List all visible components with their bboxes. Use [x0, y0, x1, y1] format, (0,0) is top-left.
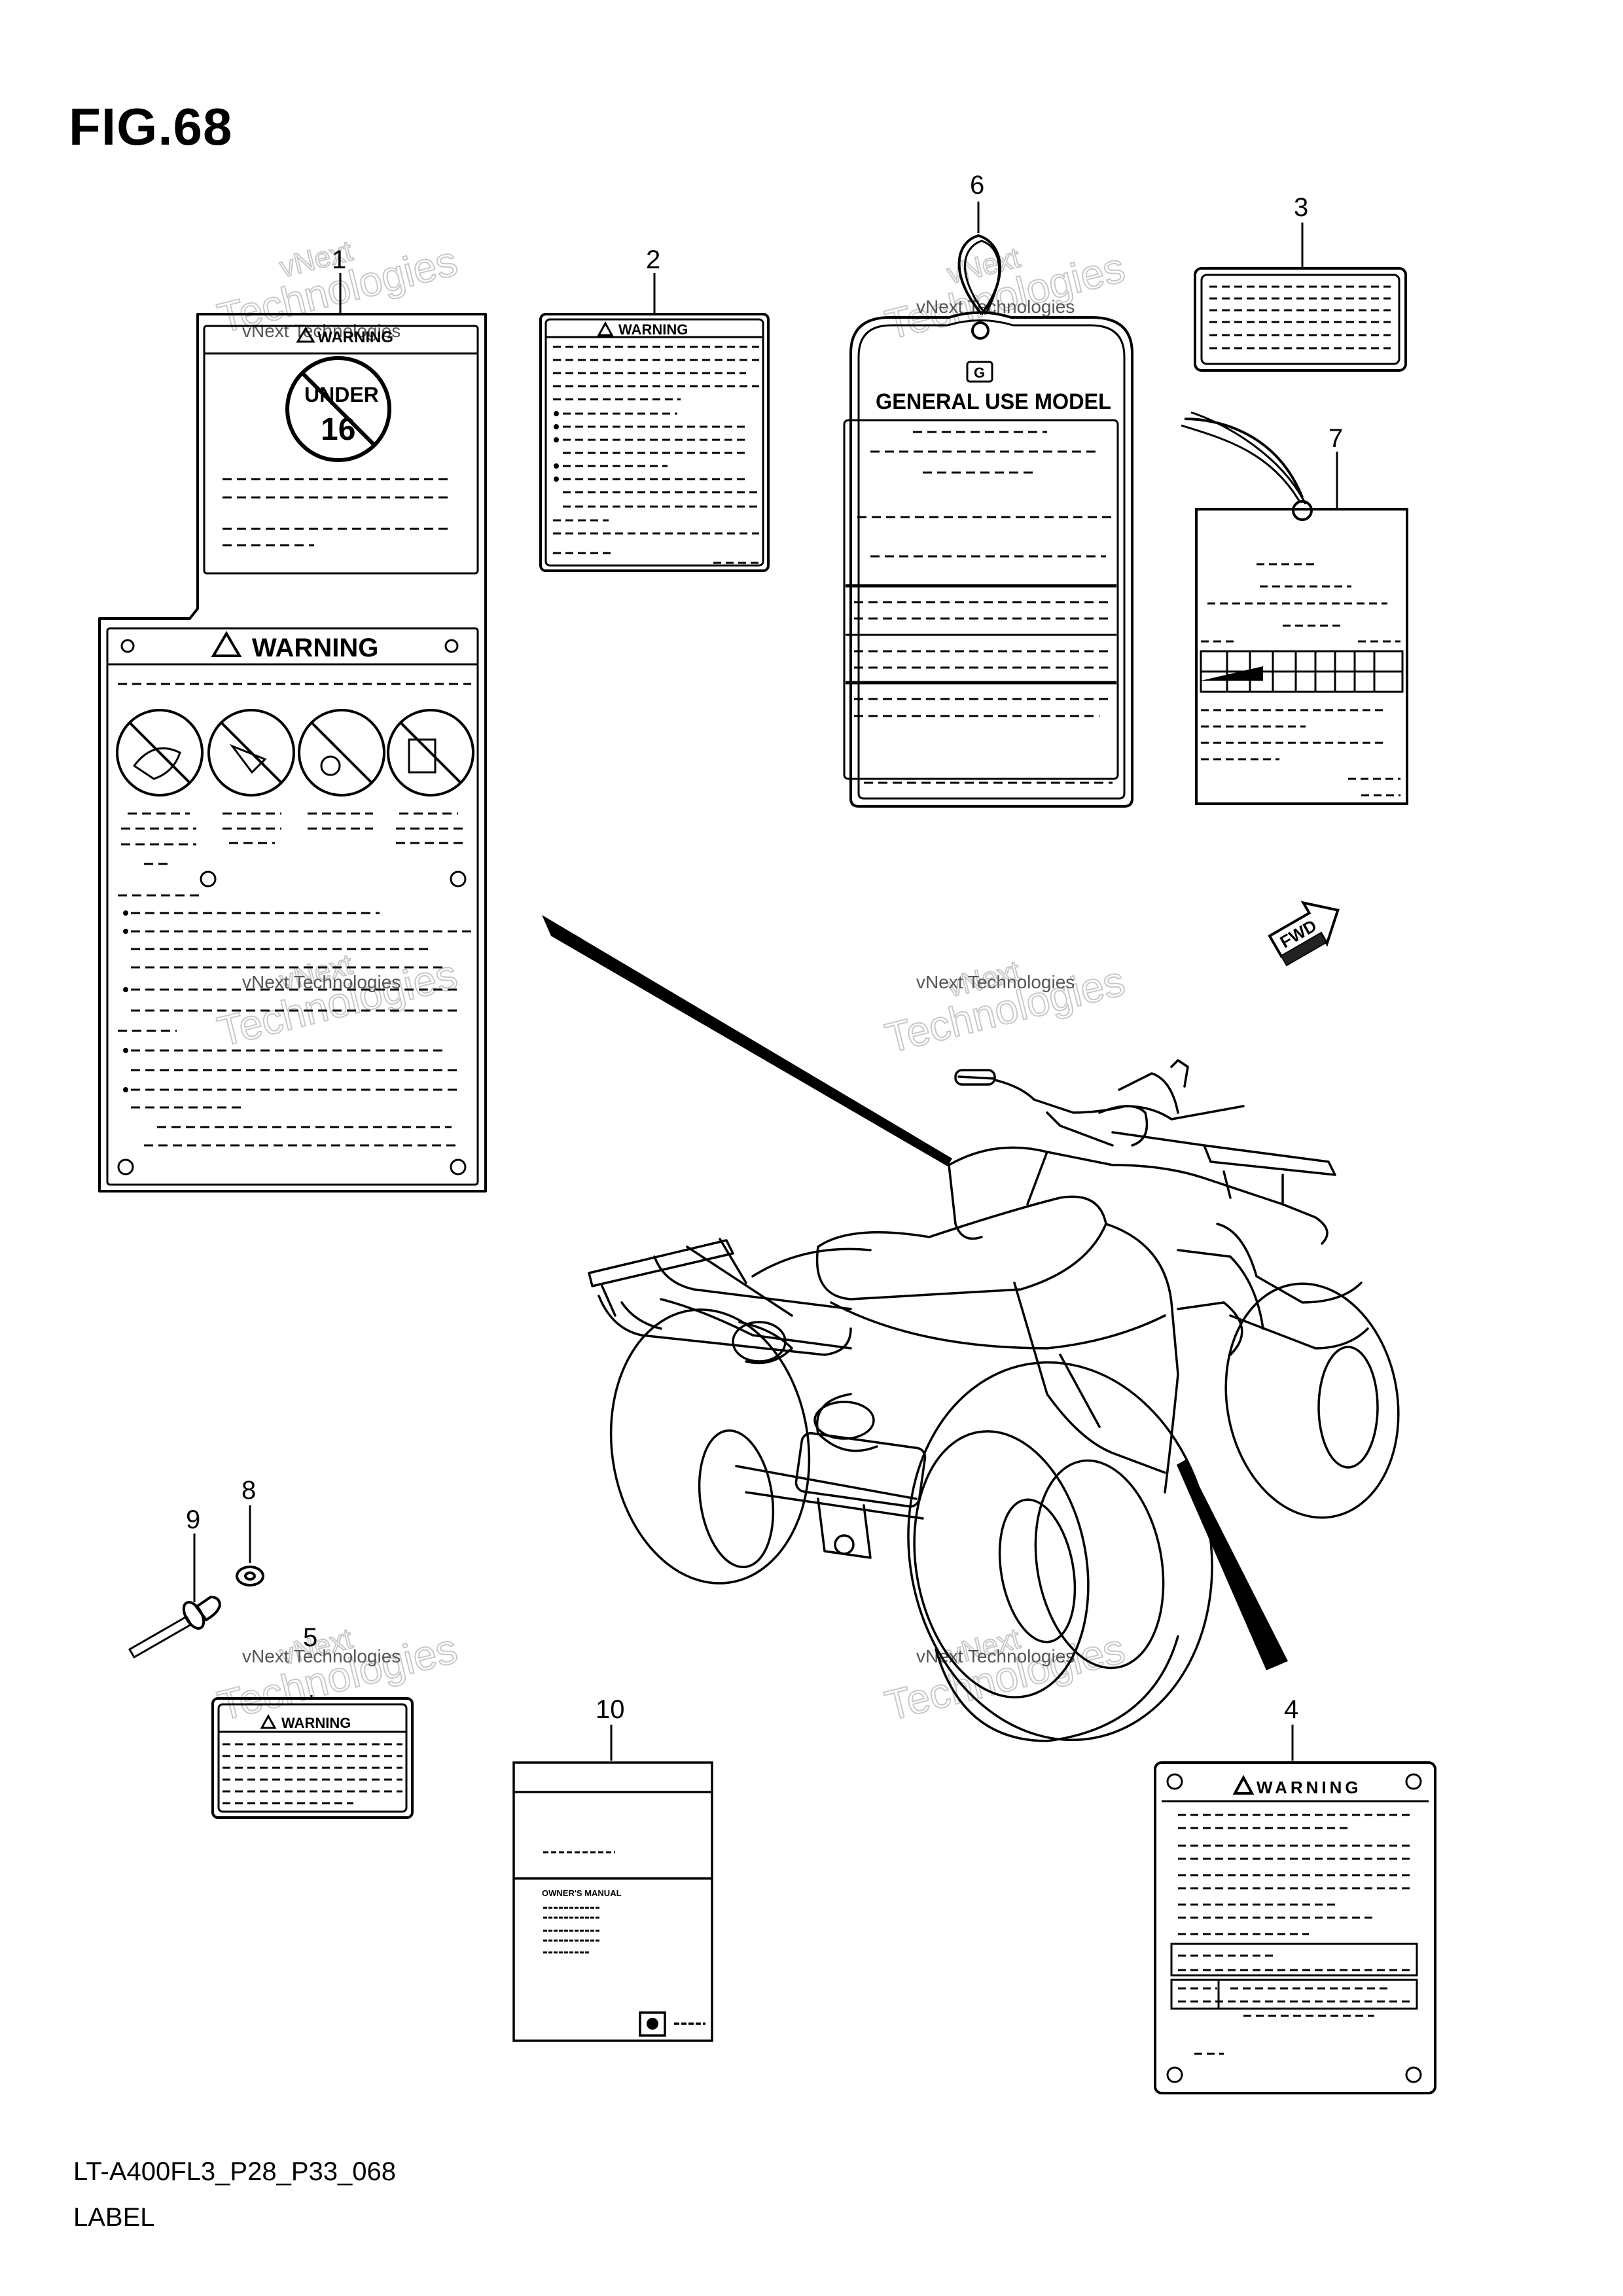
callout-1: 1 — [332, 245, 346, 274]
callout-6: 6 — [970, 171, 984, 200]
watermark-text: vNext Technologies — [916, 972, 1075, 992]
warning-heading: WARNING — [1257, 1778, 1362, 1797]
callout-leaders — [193, 202, 1338, 1761]
part-3-label[interactable] — [1194, 267, 1407, 372]
part-9-rivet[interactable] — [128, 1595, 222, 1659]
callout-9: 9 — [186, 1505, 200, 1534]
watermark-text: vNext Technologies — [242, 321, 401, 341]
svg-text:UNDER: UNDER — [304, 383, 379, 406]
warning-triangle-icon — [211, 631, 242, 657]
warning-triangle-icon — [597, 321, 614, 336]
general-use-model-heading: GENERAL USE MODEL — [876, 389, 1111, 414]
atv-illustration — [588, 1059, 1400, 1742]
diagram-code: LT-A400FL3_P28_P33_068 — [73, 2157, 396, 2186]
callout-3: 3 — [1294, 193, 1308, 222]
callout-numbers: 1 2 3 4 5 6 7 8 9 10 — [186, 171, 1343, 1724]
callout-7: 7 — [1329, 424, 1343, 453]
pointer-wedge-lower — [1177, 1460, 1288, 1670]
part-4-label[interactable]: WARNING — [1154, 1761, 1436, 2094]
part-1-label[interactable]: WARNING UNDER 16 WARNING — [98, 313, 487, 1193]
callout-2: 2 — [646, 245, 660, 274]
warning-heading: WARNING — [618, 321, 688, 338]
prohibition-icons — [116, 709, 474, 797]
part-7-tag[interactable] — [1181, 411, 1408, 805]
part-10-owners-manual[interactable]: OWNER'S MANUAL — [512, 1761, 713, 2042]
svg-text:G: G — [974, 365, 985, 381]
fwd-arrow-icon: FWD — [1268, 901, 1340, 967]
warning-heading: WARNING — [317, 329, 393, 346]
part-8-washer[interactable] — [236, 1566, 264, 1587]
pointer-wedge-upper — [542, 915, 952, 1166]
diagram-caption: LABEL — [73, 2203, 155, 2232]
watermark: vNext Technologies — [880, 954, 1130, 1062]
part-5-label[interactable]: WARNING — [211, 1697, 414, 1819]
warning-heading: WARNING — [281, 1715, 351, 1731]
warning-triangle-icon — [296, 327, 315, 343]
no-under-16-icon: UNDER 16 — [285, 356, 391, 462]
callout-4: 4 — [1284, 1695, 1298, 1724]
part-6-hang-tag[interactable]: G GENERAL USE MODEL — [843, 234, 1133, 808]
svg-text:16: 16 — [321, 412, 355, 447]
watermark: vNext Technologies — [880, 241, 1130, 349]
owners-manual-title: OWNER'S MANUAL — [542, 1888, 622, 1898]
warning-triangle-icon — [1232, 1774, 1255, 1795]
callout-5: 5 — [303, 1623, 317, 1652]
figure-title: FIG.68 — [69, 98, 233, 156]
warning-heading: WARNING — [252, 634, 378, 662]
callout-10: 10 — [596, 1695, 625, 1724]
callout-8: 8 — [241, 1476, 256, 1505]
part-2-label[interactable]: WARNING — [539, 313, 770, 572]
watermark-text: vNext Technologies — [916, 1646, 1075, 1666]
warning-triangle-icon — [260, 1713, 277, 1729]
g-mark-icon: G — [966, 361, 993, 383]
watermark-text: vNext Technologies — [242, 1646, 401, 1666]
